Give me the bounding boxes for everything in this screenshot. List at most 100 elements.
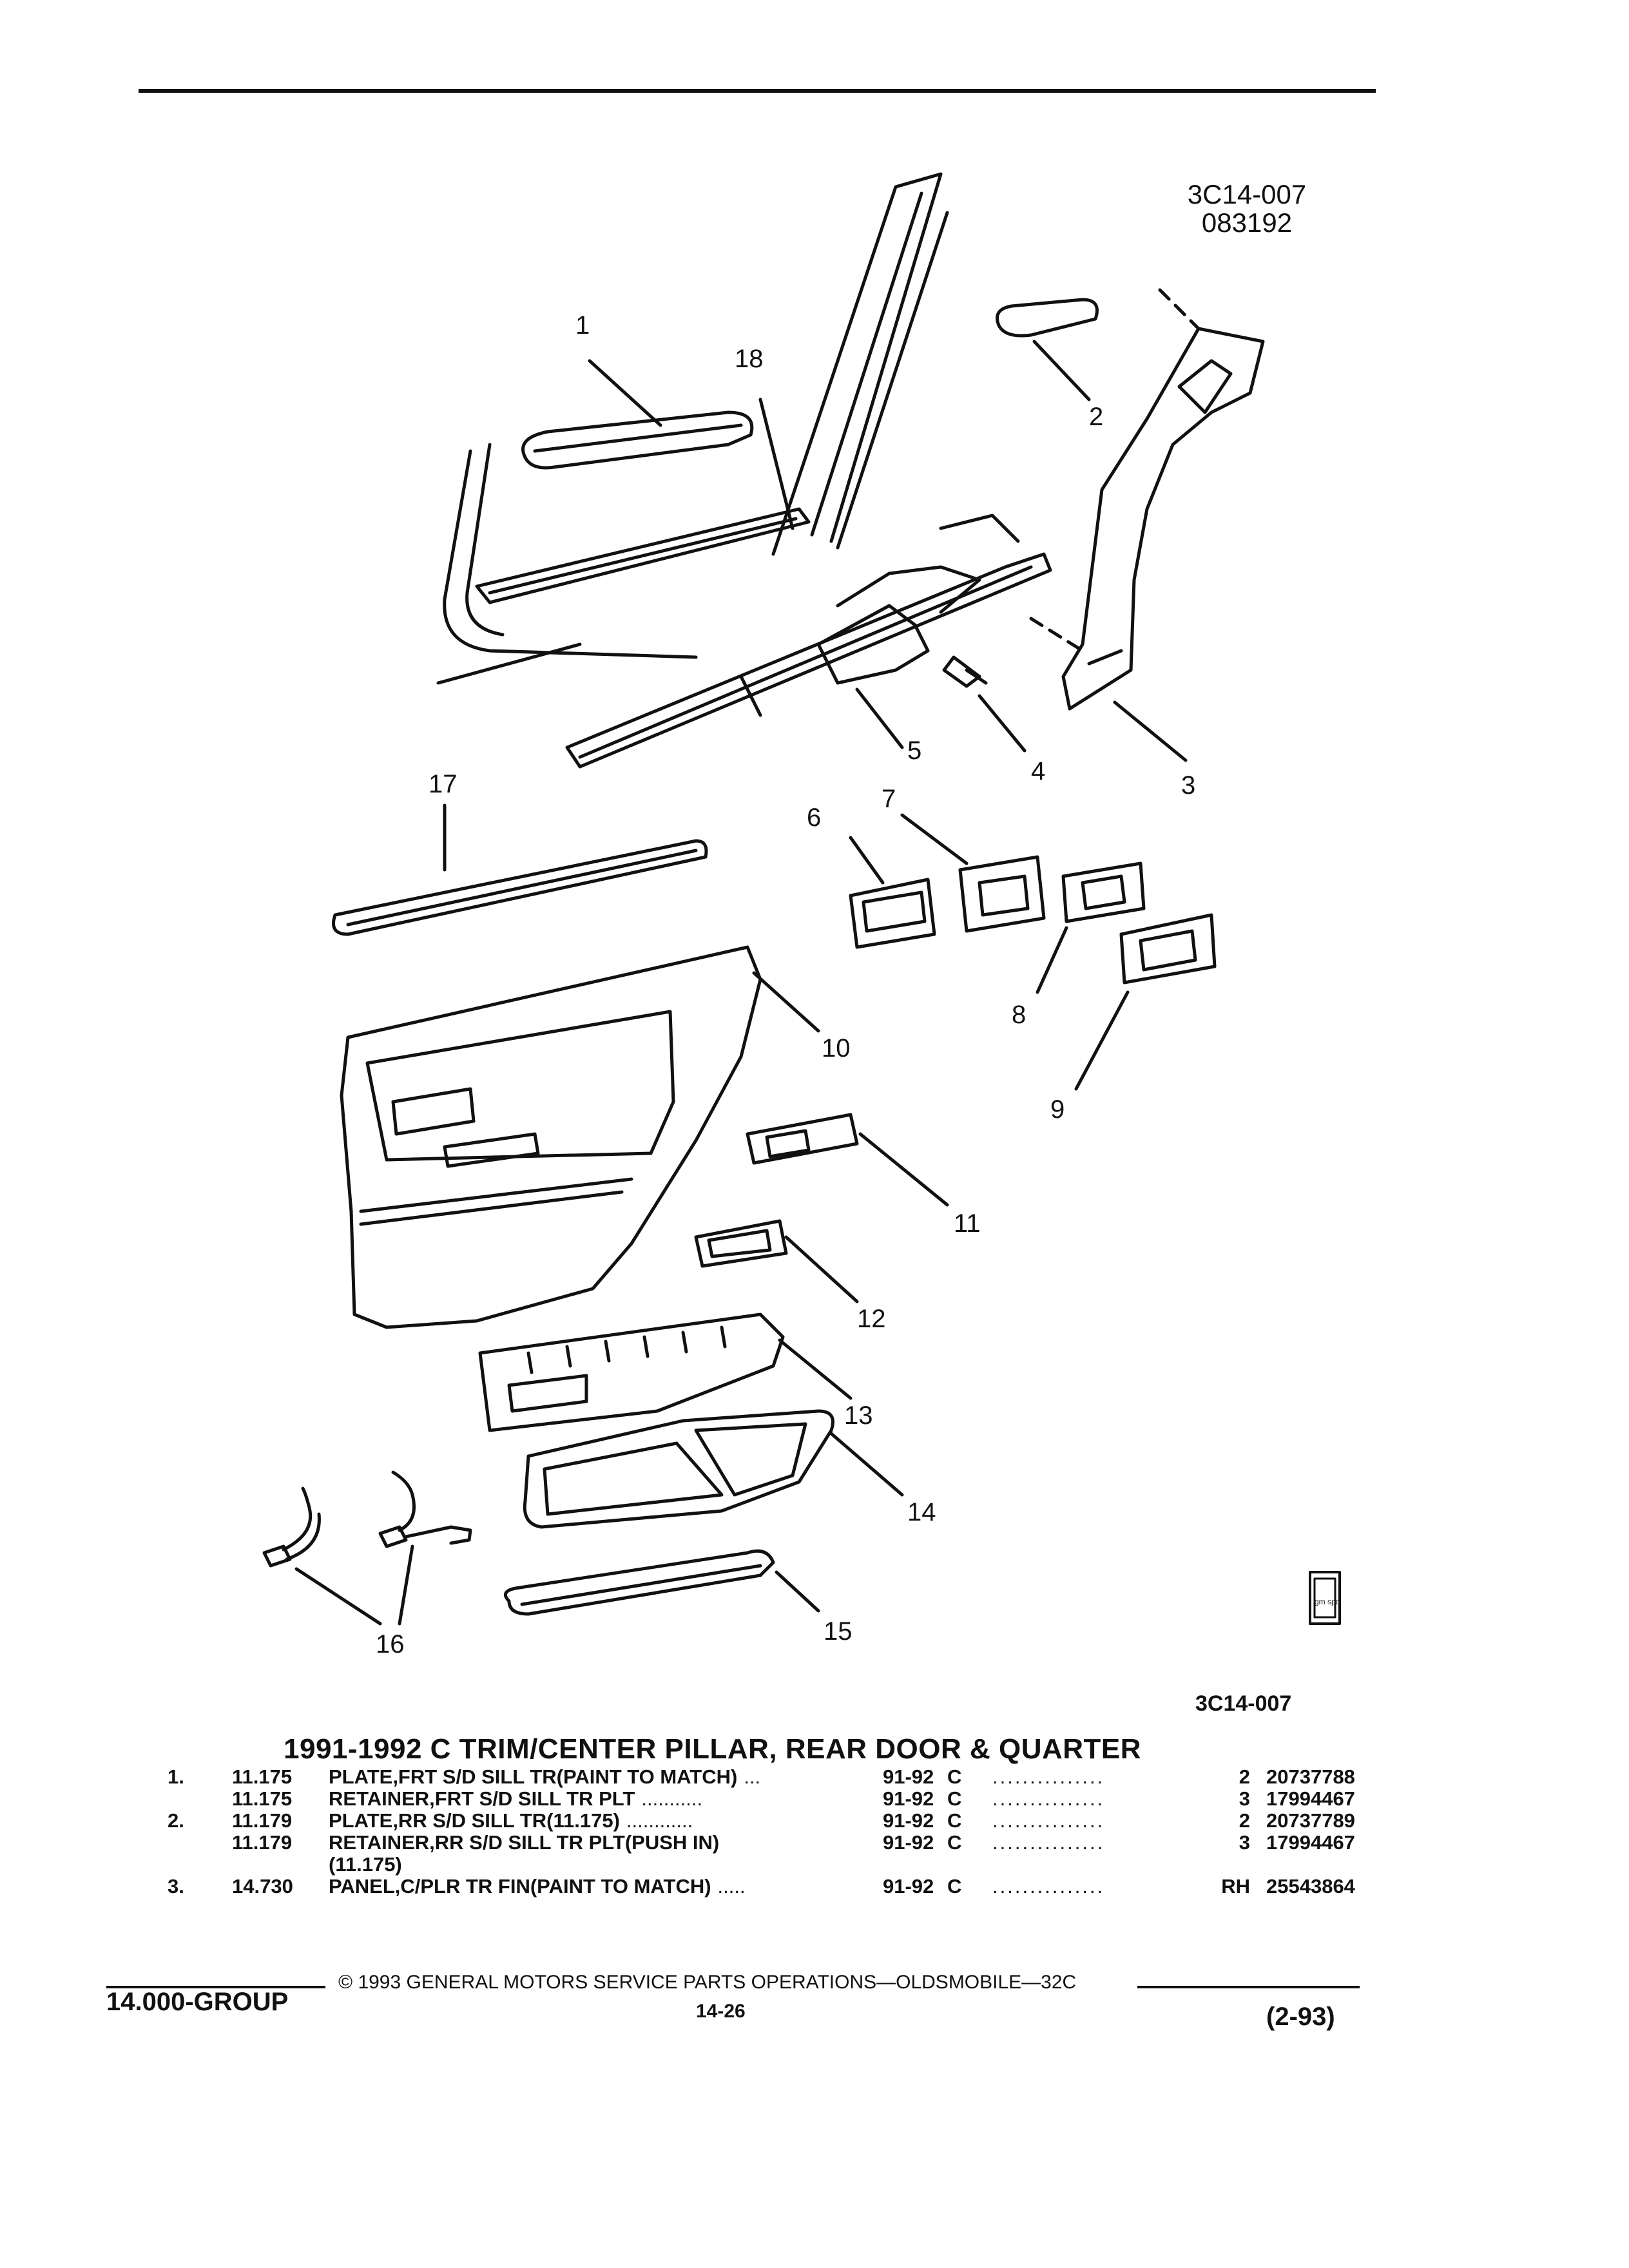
item-series: C bbox=[947, 1765, 962, 1788]
item-code: 11.175 bbox=[232, 1765, 293, 1788]
item-description: PANEL,C/PLR TR FIN(PAINT TO MATCH)..... bbox=[329, 1875, 746, 1898]
item-qty: 2 bbox=[1239, 1809, 1250, 1832]
part-7-switch-bezel bbox=[900, 813, 1046, 933]
footer-rule-right bbox=[1137, 1986, 1360, 1988]
item-part-number: 20737788 bbox=[1266, 1765, 1355, 1788]
item-qty: RH bbox=[1221, 1875, 1250, 1898]
item-code: 14.730 bbox=[232, 1875, 293, 1898]
exploded-parts-diagram: 1 2 3 4 5 6 7 8 9 10 11 12 13 14 15 16 1… bbox=[262, 172, 1341, 1658]
callout-2: 2 bbox=[1089, 403, 1103, 431]
part-11-window-switch bbox=[746, 1113, 949, 1207]
item-detail: ,RR S/D SILL TR(11.175) bbox=[392, 1809, 620, 1832]
callout-15: 15 bbox=[824, 1617, 853, 1646]
footer-page-number: 14-26 bbox=[696, 2001, 746, 2022]
item-detail: ,C/PLR TR FIN(PAINT TO MATCH) bbox=[394, 1875, 711, 1898]
item-description: RETAINER,FRT S/D SILL TR PLT........... bbox=[329, 1787, 702, 1811]
item-series: C bbox=[947, 1787, 962, 1810]
item-part-number: 17994467 bbox=[1266, 1787, 1355, 1810]
callout-1: 1 bbox=[575, 311, 590, 340]
part-16-lamp-wiring bbox=[262, 1470, 472, 1626]
gm-spo-logo-text: gm spo bbox=[1315, 1597, 1340, 1606]
part-row: (11.175) bbox=[161, 1853, 1385, 1876]
item-qty: 3 bbox=[1239, 1831, 1250, 1854]
callout-7: 7 bbox=[882, 785, 896, 813]
item-leader: ............ bbox=[626, 1809, 693, 1832]
callout-4: 4 bbox=[1031, 757, 1045, 785]
sill-retainer-rail bbox=[475, 507, 811, 604]
callout-9: 9 bbox=[1050, 1095, 1065, 1124]
drawing-id-block: 3C14-007 083192 bbox=[1137, 180, 1356, 237]
callout-3: 3 bbox=[1181, 771, 1195, 800]
item-years: 91-92 bbox=[883, 1765, 934, 1788]
callout-5: 5 bbox=[907, 736, 921, 765]
part-9-switch-bezel bbox=[1074, 913, 1217, 1091]
part-15-lower-trim-strip bbox=[503, 1549, 820, 1616]
door-frame-outline bbox=[436, 443, 698, 685]
part-14-armrest-bezel bbox=[523, 1409, 904, 1529]
item-number: 2. bbox=[168, 1809, 184, 1832]
item-qty: 2 bbox=[1239, 1765, 1250, 1788]
item-part-number: 20737789 bbox=[1266, 1809, 1355, 1832]
item-description: (11.175) bbox=[329, 1853, 409, 1876]
part-17-weatherstrip bbox=[332, 803, 708, 936]
callout-14: 14 bbox=[907, 1498, 936, 1526]
item-detail: ,RR S/D SILL TR PLT(PUSH IN) bbox=[429, 1831, 720, 1854]
item-detail: ,FRT S/D SILL TR PLT bbox=[429, 1787, 635, 1810]
part-10-door-trim-panel bbox=[340, 945, 820, 1329]
part-13-insulator-panel bbox=[478, 1312, 853, 1432]
footer-copyright: © 1993 GENERAL MOTORS SERVICE PARTS OPER… bbox=[338, 1972, 1077, 1993]
part-8-switch-bezel bbox=[1036, 861, 1146, 994]
item-qty: 3 bbox=[1239, 1787, 1250, 1810]
item-description: PLATE,FRT S/D SILL TR(PAINT TO MATCH)... bbox=[329, 1765, 760, 1789]
item-name: PLATE bbox=[329, 1809, 393, 1832]
part-row: 11.175 91-92 C 3 17994467 RETAINER,FRT S/D SI… bbox=[161, 1787, 1385, 1811]
drawing-date: 083192 bbox=[1201, 207, 1293, 238]
item-code: 11.175 bbox=[232, 1787, 293, 1810]
item-name: PANEL bbox=[329, 1875, 395, 1898]
item-years: 91-92 bbox=[883, 1831, 934, 1854]
item-description: PLATE,RR S/D SILL TR(11.175)............ bbox=[329, 1809, 693, 1832]
part-1-front-sill-plate bbox=[521, 359, 754, 470]
part-12-handle-bezel bbox=[694, 1219, 859, 1303]
part-18-center-pillar-belt bbox=[758, 172, 949, 556]
part-row: 1. 11.175 91-92 C 2 20737788 PLATE,FRT S/D SIL… bbox=[161, 1765, 1385, 1789]
item-part-number: 25543864 bbox=[1266, 1875, 1355, 1898]
dot-leader: ............... bbox=[992, 1787, 1105, 1810]
item-series: C bbox=[947, 1831, 962, 1854]
item-number: 3. bbox=[168, 1875, 184, 1898]
item-detail: ,FRT S/D SILL TR(PAINT TO MATCH) bbox=[392, 1765, 738, 1788]
part-6-switch-bezel bbox=[849, 836, 936, 949]
gm-spo-logo bbox=[1309, 1571, 1341, 1625]
item-description: RETAINER,RR S/D SILL TR PLT(PUSH IN) bbox=[329, 1831, 726, 1854]
footer-group: 14.000-GROUP bbox=[106, 1988, 289, 2016]
item-part-number: 17994467 bbox=[1266, 1831, 1355, 1854]
reference-code: 3C14-007 bbox=[1195, 1691, 1292, 1716]
part-row: 11.179 91-92 C 3 17994467 RETAINER,RR S/D SIL… bbox=[161, 1831, 1385, 1854]
callout-10: 10 bbox=[822, 1034, 851, 1062]
item-detail: (11.175) bbox=[329, 1853, 402, 1876]
item-name: RETAINER bbox=[329, 1787, 430, 1810]
dot-leader: ............... bbox=[992, 1765, 1105, 1788]
footer-date-code: (2-93) bbox=[1266, 2003, 1335, 2031]
callout-12: 12 bbox=[857, 1305, 886, 1333]
part-3-center-pillar-panel bbox=[1029, 288, 1265, 762]
dot-leader: ............... bbox=[992, 1809, 1105, 1832]
callout-13: 13 bbox=[844, 1401, 873, 1430]
callout-18: 18 bbox=[735, 345, 764, 373]
item-code: 11.179 bbox=[232, 1831, 293, 1854]
item-years: 91-92 bbox=[883, 1787, 934, 1810]
item-code: 11.179 bbox=[232, 1809, 293, 1832]
part-5-sill-trim-assembly bbox=[565, 514, 1052, 769]
item-name: RETAINER bbox=[329, 1831, 430, 1854]
item-number: 1. bbox=[168, 1765, 184, 1788]
top-rule bbox=[139, 89, 1376, 93]
item-leader: ........... bbox=[641, 1787, 703, 1810]
item-series: C bbox=[947, 1875, 962, 1898]
callout-17: 17 bbox=[429, 770, 458, 798]
callout-11: 11 bbox=[954, 1209, 981, 1238]
item-name: PLATE bbox=[329, 1765, 393, 1788]
part-4-screw bbox=[942, 655, 1027, 753]
